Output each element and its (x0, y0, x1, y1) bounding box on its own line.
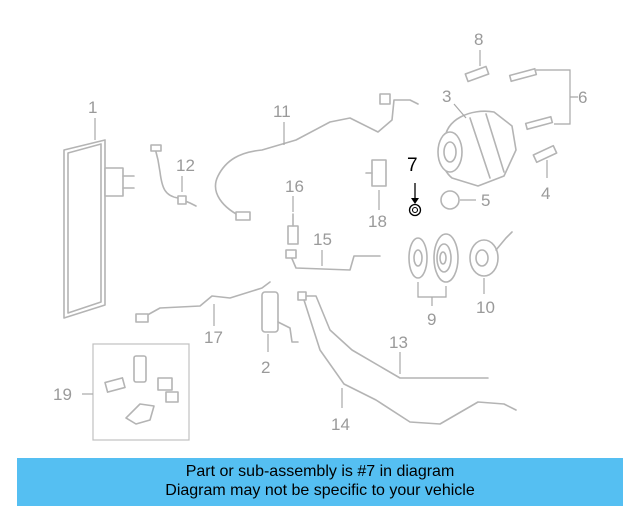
callout-4: 4 (541, 184, 550, 203)
callout-3: 3 (442, 87, 451, 106)
part-16-valve: 16 (285, 177, 304, 245)
part-4-fitting: 4 (532, 144, 558, 203)
part-15-tube: 15 (285, 230, 381, 271)
callout-12: 12 (176, 156, 195, 175)
callout-1: 1 (88, 98, 97, 117)
callout-19: 19 (53, 385, 72, 404)
banner-line-2: Diagram may not be specific to your vehi… (165, 482, 475, 499)
part-12-hose: 12 (150, 144, 197, 207)
callout-10: 10 (476, 298, 495, 317)
part-1-condenser: 1 (63, 98, 135, 319)
part-10-coil: 10 (469, 231, 513, 317)
part-3-compressor: 3 (437, 87, 517, 187)
part-6-bolts: 6 (508, 67, 587, 131)
callout-18: 18 (368, 212, 387, 231)
part-17-hose: 17 (135, 281, 271, 347)
callout-14: 14 (331, 415, 350, 434)
part-2-drier: 2 (261, 291, 299, 377)
part-5-oring: 5 (440, 190, 490, 210)
part-7-highlighted: 7 (407, 155, 422, 217)
part-18-bracket: 18 (365, 159, 387, 231)
callout-16: 16 (285, 177, 304, 196)
part-13-tube: 13 (297, 291, 489, 379)
part-11-hose: 11 (214, 93, 419, 221)
part-19-kit: 19 (53, 343, 190, 441)
callout-13: 13 (389, 333, 408, 352)
callout-5: 5 (481, 191, 490, 210)
part-8-bolt: 8 (464, 30, 490, 83)
callout-9: 9 (427, 310, 436, 329)
callout-15: 15 (313, 230, 332, 249)
callout-8: 8 (474, 30, 483, 49)
callout-6: 6 (578, 88, 587, 107)
part-9-clutch: 9 (408, 233, 459, 329)
callout-7: 7 (407, 155, 418, 176)
callout-2: 2 (261, 358, 270, 377)
callout-17: 17 (204, 328, 223, 347)
notice-banner: Part or sub-assembly is #7 in diagram Di… (17, 458, 623, 506)
callout-11: 11 (273, 102, 291, 121)
part-14-tube: 14 (303, 299, 517, 434)
banner-line-1: Part or sub-assembly is #7 in diagram (185, 463, 455, 480)
